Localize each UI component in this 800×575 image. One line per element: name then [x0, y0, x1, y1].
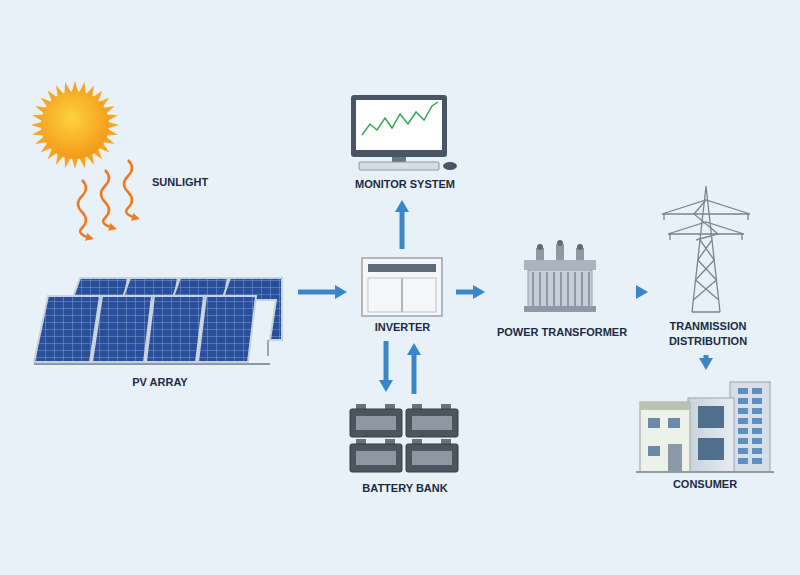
sunlight-label: SUNLIGHT: [152, 176, 208, 188]
monitor-node: MONITOR SYSTEM: [345, 90, 465, 192]
battery-icons: [350, 404, 458, 472]
monitor-icon: [351, 95, 457, 170]
transformer-node: POWER TRANSFORMER: [493, 240, 631, 340]
flow-arrow: [384, 341, 389, 382]
transmission-tower: [662, 186, 750, 312]
battery-node: BATTERY BANK: [345, 400, 465, 496]
sun: [41, 91, 109, 159]
flow-arrow: [412, 353, 417, 394]
node-label: POWER TRANSFORMER: [495, 325, 629, 340]
node-label: INVERTER: [373, 320, 433, 335]
consumer-node: CONSUMER: [634, 378, 776, 492]
flow-arrow: [298, 290, 337, 295]
consumer-buildings: [636, 382, 774, 472]
sun-corona: [31, 81, 119, 169]
node-label: CONSUMER: [671, 477, 739, 492]
flow-arrow: [456, 290, 475, 295]
inverter-node: INVERTER: [355, 255, 450, 335]
sun-rays: [78, 160, 136, 238]
pv-panels: [34, 278, 282, 364]
flow-arrow: [704, 355, 709, 360]
inverter-icon: [362, 258, 442, 316]
flow-arrow: [400, 210, 405, 249]
transmission-node: TRANMISSION DISTRIBUTION: [656, 182, 760, 349]
flow-arrow: [637, 290, 638, 295]
node-label: PV ARRAY: [130, 375, 189, 390]
node-label: MONITOR SYSTEM: [353, 177, 457, 192]
pv-array-node: PV ARRAY: [28, 270, 292, 390]
transformer-icon: [524, 240, 596, 312]
node-label: BATTERY BANK: [360, 481, 449, 496]
node-label: TRANMISSION DISTRIBUTION: [658, 319, 758, 349]
